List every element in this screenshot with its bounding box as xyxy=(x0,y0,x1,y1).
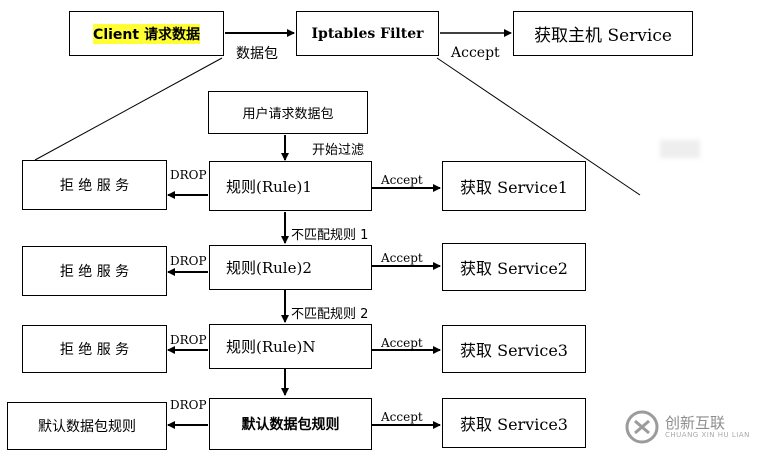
zoom-line-right xyxy=(436,57,641,196)
default-rule-label: 默认数据包规则 xyxy=(241,417,340,433)
logo-text: 创新互联 CHUANG XIN HU LIAN xyxy=(665,415,750,439)
reject-box-3: 拒 绝 服 务 xyxy=(22,325,167,373)
accept-label-1: Accept xyxy=(381,173,423,187)
service3b-label: 获取 Service3 xyxy=(460,415,568,434)
ruleN-box: 规则(Rule)N xyxy=(209,324,372,369)
rule2-label: 规则(Rule)2 xyxy=(226,259,312,277)
begin-filter-label: 开始过滤 xyxy=(312,143,365,158)
rule1-label: 规则(Rule)1 xyxy=(226,177,312,196)
service3-box: 获取 Service3 xyxy=(442,325,586,373)
logo-brand-sub: CHUANG XIN HU LIAN xyxy=(665,431,750,439)
reject-label-3: 拒 绝 服 务 xyxy=(59,342,130,358)
reject-label-2: 拒 绝 服 务 xyxy=(59,264,130,280)
iptables-filter-box: Iptables Filter xyxy=(296,11,439,56)
logo-icon xyxy=(625,410,659,444)
iptables-filter-label: Iptables Filter xyxy=(311,25,424,42)
default-action-label: 默认数据包规则 xyxy=(38,419,136,435)
default-action-box: 默认数据包规则 xyxy=(7,402,167,450)
background-smudge xyxy=(660,140,700,158)
watermark-logo: 创新互联 CHUANG XIN HU LIAN xyxy=(625,402,765,452)
header-accept-label: Accept xyxy=(451,45,500,61)
user-request-box: 用户请求数据包 xyxy=(208,91,368,134)
client-request-box: Client 请求数据 xyxy=(69,11,224,56)
host-service-box: 获取主机 Service xyxy=(513,11,693,56)
service3-label: 获取 Service3 xyxy=(460,341,568,360)
nomatch-label-1: 不匹配规则 1 xyxy=(291,228,369,243)
nomatch-label-2: 不匹配规则 2 xyxy=(291,307,369,322)
drop-label-3: DROP xyxy=(170,333,207,347)
drop-label-2: DROP xyxy=(170,254,207,268)
reject-label-1: 拒 绝 服 务 xyxy=(59,178,130,194)
host-service-label: 获取主机 Service xyxy=(534,26,672,46)
user-request-label: 用户请求数据包 xyxy=(242,107,334,122)
drop-label-1: DROP xyxy=(170,168,207,182)
service1-box: 获取 Service1 xyxy=(442,161,586,211)
rule2-box: 规则(Rule)2 xyxy=(209,245,372,290)
logo-brand: 创新互联 xyxy=(665,414,726,432)
reject-box-1: 拒 绝 服 务 xyxy=(22,160,167,210)
accept-label-2: Accept xyxy=(381,251,423,265)
service2-box: 获取 Service2 xyxy=(442,243,586,291)
accept-label-3: Accept xyxy=(381,336,423,350)
default-rule-box: 默认数据包规则 xyxy=(209,398,372,450)
service3b-box: 获取 Service3 xyxy=(442,398,586,448)
ruleN-label: 规则(Rule)N xyxy=(226,338,316,356)
packet-label: 数据包 xyxy=(236,46,278,62)
client-request-label: Client 请求数据 xyxy=(93,23,200,44)
reject-box-2: 拒 绝 服 务 xyxy=(22,246,167,296)
accept-label-4: Accept xyxy=(381,410,423,424)
drop-label-4: DROP xyxy=(170,398,207,412)
service2-label: 获取 Service2 xyxy=(460,259,568,278)
zoom-line-left xyxy=(34,57,223,161)
rule1-box: 规则(Rule)1 xyxy=(209,161,372,211)
service1-label: 获取 Service1 xyxy=(460,178,568,197)
